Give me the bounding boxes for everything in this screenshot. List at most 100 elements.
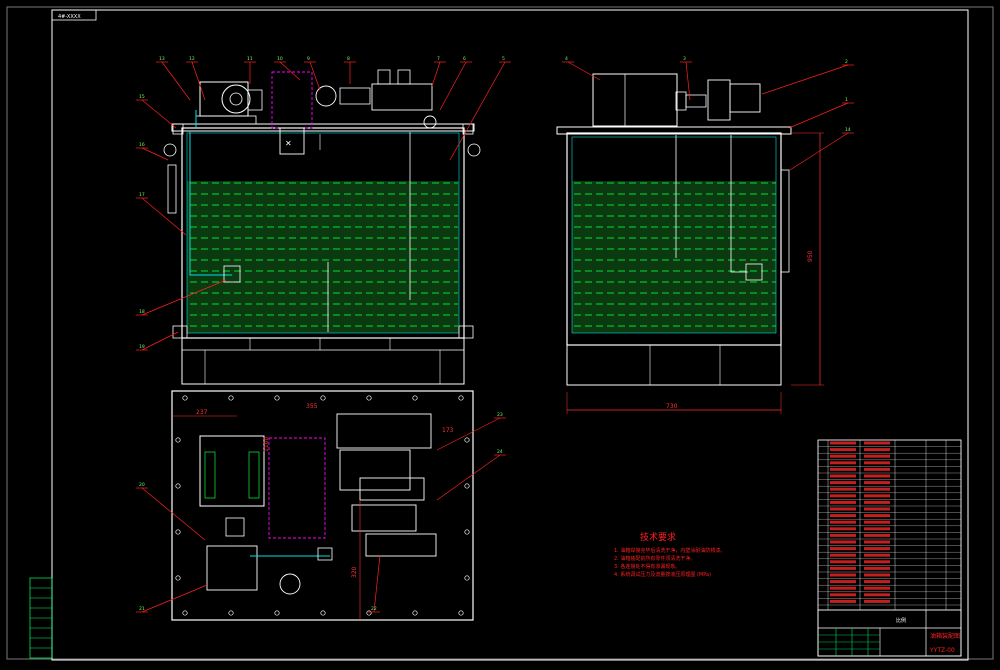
bolt-hole bbox=[182, 610, 188, 616]
parts-row-text bbox=[830, 580, 856, 584]
drawing-number: YYTZ-00 bbox=[929, 647, 955, 654]
leader-line bbox=[309, 61, 321, 91]
corner-tag-box bbox=[51, 9, 97, 21]
dim-plan-height: 320 bbox=[351, 566, 358, 578]
drawing-frame bbox=[51, 9, 969, 661]
leader-line bbox=[567, 61, 601, 81]
title-name: 油箱装配图 bbox=[930, 632, 960, 640]
tech-note-4: 4. 系统调试压力及流量按液压原理图 (MPa) bbox=[614, 571, 711, 578]
side-base bbox=[566, 344, 782, 386]
parts-row-text bbox=[830, 560, 856, 564]
bolt-hole bbox=[464, 575, 470, 581]
leader-line bbox=[141, 147, 169, 161]
left-strip-table bbox=[29, 577, 53, 659]
parts-row-text bbox=[830, 520, 856, 524]
leader-line bbox=[788, 102, 849, 129]
plan-valve-block bbox=[336, 413, 432, 449]
balloon-number: 6 bbox=[463, 56, 466, 62]
bolt-hole bbox=[274, 610, 280, 616]
bolt-hole bbox=[175, 483, 181, 489]
balloon-number: 5 bbox=[502, 56, 505, 62]
parts-row-text bbox=[830, 441, 856, 445]
parts-row-text bbox=[830, 566, 856, 570]
outer-frame bbox=[6, 6, 994, 660]
parts-row-text bbox=[830, 500, 856, 504]
front-view: ✕ bbox=[163, 69, 481, 385]
balloon-number: 20 bbox=[139, 482, 145, 488]
balloon-number: 23 bbox=[497, 412, 503, 418]
technical-notes: 技术要求 1. 油箱焊接完毕后清洗干净，内壁涂耐油防锈漆。 2. 油箱装配前所有… bbox=[614, 531, 725, 578]
balloon-number: 13 bbox=[159, 56, 165, 62]
parts-row-text bbox=[830, 448, 856, 452]
bolt-hole bbox=[274, 395, 280, 401]
leader-line bbox=[373, 554, 381, 613]
parts-row-text bbox=[830, 481, 856, 485]
parts-row-text bbox=[830, 461, 856, 465]
parts-row-text bbox=[830, 494, 856, 498]
bolt-hole bbox=[320, 610, 326, 616]
plan-outline bbox=[171, 390, 474, 621]
leader-line bbox=[141, 99, 177, 129]
parts-row-text bbox=[830, 573, 856, 577]
balloon-number: 18 bbox=[139, 309, 145, 315]
dimensions: 730 950 237 320 173 355 1100 bbox=[172, 132, 824, 620]
balloon-number: 11 bbox=[247, 56, 253, 62]
balloon-number: 7 bbox=[437, 56, 440, 62]
dim-front-width: 1100 bbox=[263, 437, 270, 452]
bolt-hole bbox=[228, 610, 234, 616]
bolt-hole bbox=[458, 395, 464, 401]
tech-note-1: 1. 油箱焊接完毕后清洗干净，内壁涂耐油防锈漆。 bbox=[614, 547, 725, 554]
plan-filter-area bbox=[268, 437, 326, 539]
parts-row-text bbox=[830, 514, 856, 518]
balloon-number: 9 bbox=[307, 56, 310, 62]
leader-line bbox=[279, 61, 301, 81]
parts-row-text bbox=[830, 487, 856, 491]
bolt-hole bbox=[366, 395, 372, 401]
leader-line bbox=[436, 417, 501, 451]
parts-row-text bbox=[830, 527, 856, 531]
balloon-number: 8 bbox=[347, 56, 350, 62]
balloon-number: 19 bbox=[139, 344, 145, 350]
balloon-number: 14 bbox=[845, 127, 851, 133]
bolt-hole bbox=[175, 529, 181, 535]
leader-line bbox=[191, 61, 206, 101]
bolt-hole bbox=[464, 437, 470, 443]
side-view bbox=[556, 73, 792, 386]
parts-row-text bbox=[830, 586, 856, 590]
dim-plan-offset: 173 bbox=[442, 427, 454, 434]
side-cover-plate bbox=[556, 126, 792, 135]
tech-note-2: 2. 油箱装配前所有零件须清洗干净。 bbox=[614, 555, 695, 562]
leader-line bbox=[141, 487, 206, 541]
leader-line bbox=[141, 331, 179, 351]
parts-row-text bbox=[830, 593, 856, 597]
balloon-number: 17 bbox=[139, 192, 145, 198]
parts-row-text bbox=[830, 599, 856, 603]
corner-tag: 4#-XXXX bbox=[58, 14, 81, 20]
leader-line bbox=[436, 454, 501, 501]
balloon-number: 1 bbox=[845, 97, 848, 103]
balloon-number: 15 bbox=[139, 94, 145, 100]
plan-motor bbox=[199, 435, 265, 507]
title-block: 油箱装配图 YYTZ-00 比例 bbox=[817, 439, 962, 657]
leader-line bbox=[761, 64, 849, 95]
balloon-number: 12 bbox=[189, 56, 195, 62]
leader-line bbox=[789, 132, 849, 171]
leader-line bbox=[685, 61, 691, 101]
front-oil bbox=[187, 181, 459, 333]
plan-view bbox=[171, 390, 474, 621]
leader-line bbox=[449, 61, 506, 161]
svg-text:✕: ✕ bbox=[285, 139, 292, 148]
balloon-number: 2 bbox=[845, 59, 848, 65]
balloon-number: 16 bbox=[139, 142, 145, 148]
leader-line bbox=[141, 584, 208, 613]
leader-line bbox=[439, 61, 467, 111]
bolt-hole bbox=[175, 437, 181, 443]
leader-line bbox=[141, 279, 227, 316]
balloon-number: 24 bbox=[497, 449, 503, 455]
dim-plan-top: 355 bbox=[306, 403, 318, 410]
balloon-number: 4 bbox=[565, 56, 568, 62]
bolt-hole bbox=[175, 575, 181, 581]
leader-line bbox=[141, 197, 187, 236]
parts-row-text bbox=[830, 553, 856, 557]
bolt-hole bbox=[320, 395, 326, 401]
